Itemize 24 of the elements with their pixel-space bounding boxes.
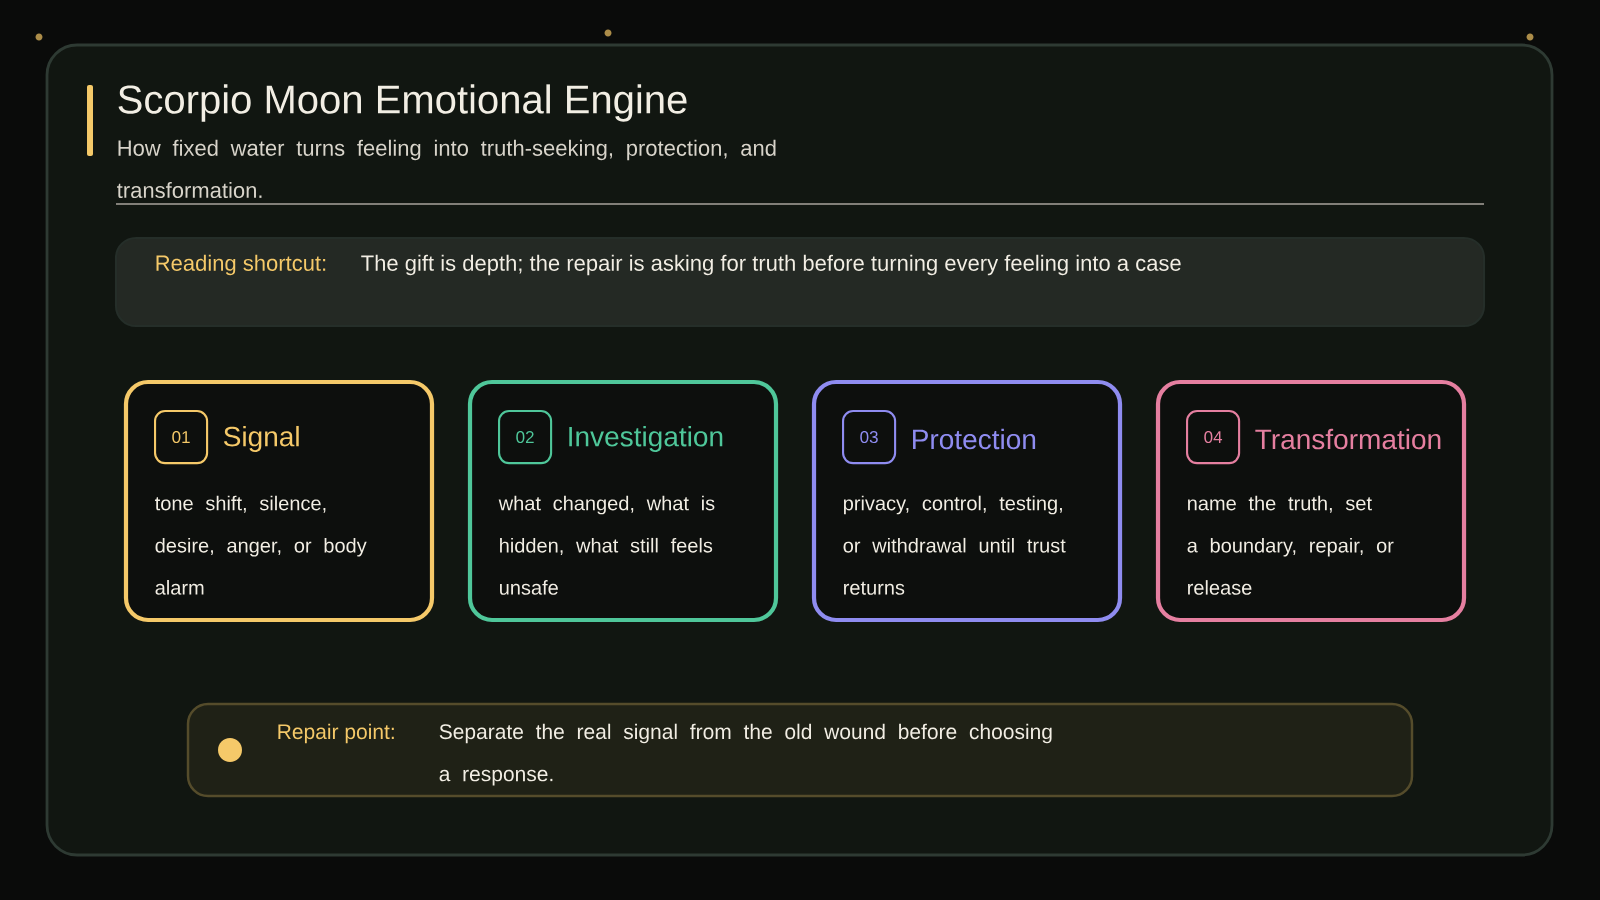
repair-text: Separate the real signal from the old wound before choosing a response. (439, 723, 1052, 786)
card-text: privacy, control, testing, or withdrawal until trust returns (843, 495, 1066, 595)
card-text: name the truth, set a boundary, repair, or release (1187, 495, 1394, 595)
number-badge: 01 (154, 410, 209, 465)
number-badge: 02 (498, 410, 553, 465)
step-card (1155, 379, 1467, 623)
card-heading: Signal (224, 425, 299, 453)
number-badge: 04 (1186, 410, 1241, 465)
banner-text: The gift is depth; the repair is asking for truth before turning every feeling into a case (361, 254, 1181, 276)
card-text: what changed, what is hidden, what still feels unsafe (498, 495, 715, 595)
card-heading: Protection (913, 428, 1036, 450)
number-badge: 03 (842, 410, 897, 465)
card-heading: Investigation (569, 425, 723, 453)
title: Scorpio Moon Emotional Engine (118, 84, 687, 122)
step-card (123, 379, 435, 623)
card-heading: Transformation (1255, 428, 1441, 450)
card-text: tone shift, silence, desire, anger, or body alarm (155, 495, 367, 595)
step-card (811, 379, 1123, 623)
shortcut-banner (114, 236, 1486, 328)
repair-label: Repair point: (278, 723, 394, 744)
repair-callout (186, 702, 1414, 798)
banner-label: Reading shortcut: (156, 254, 326, 276)
subtitle: How fixed water turns feeling into truth-seeking, protection, and transformation. (117, 139, 776, 199)
step-card (467, 379, 779, 623)
